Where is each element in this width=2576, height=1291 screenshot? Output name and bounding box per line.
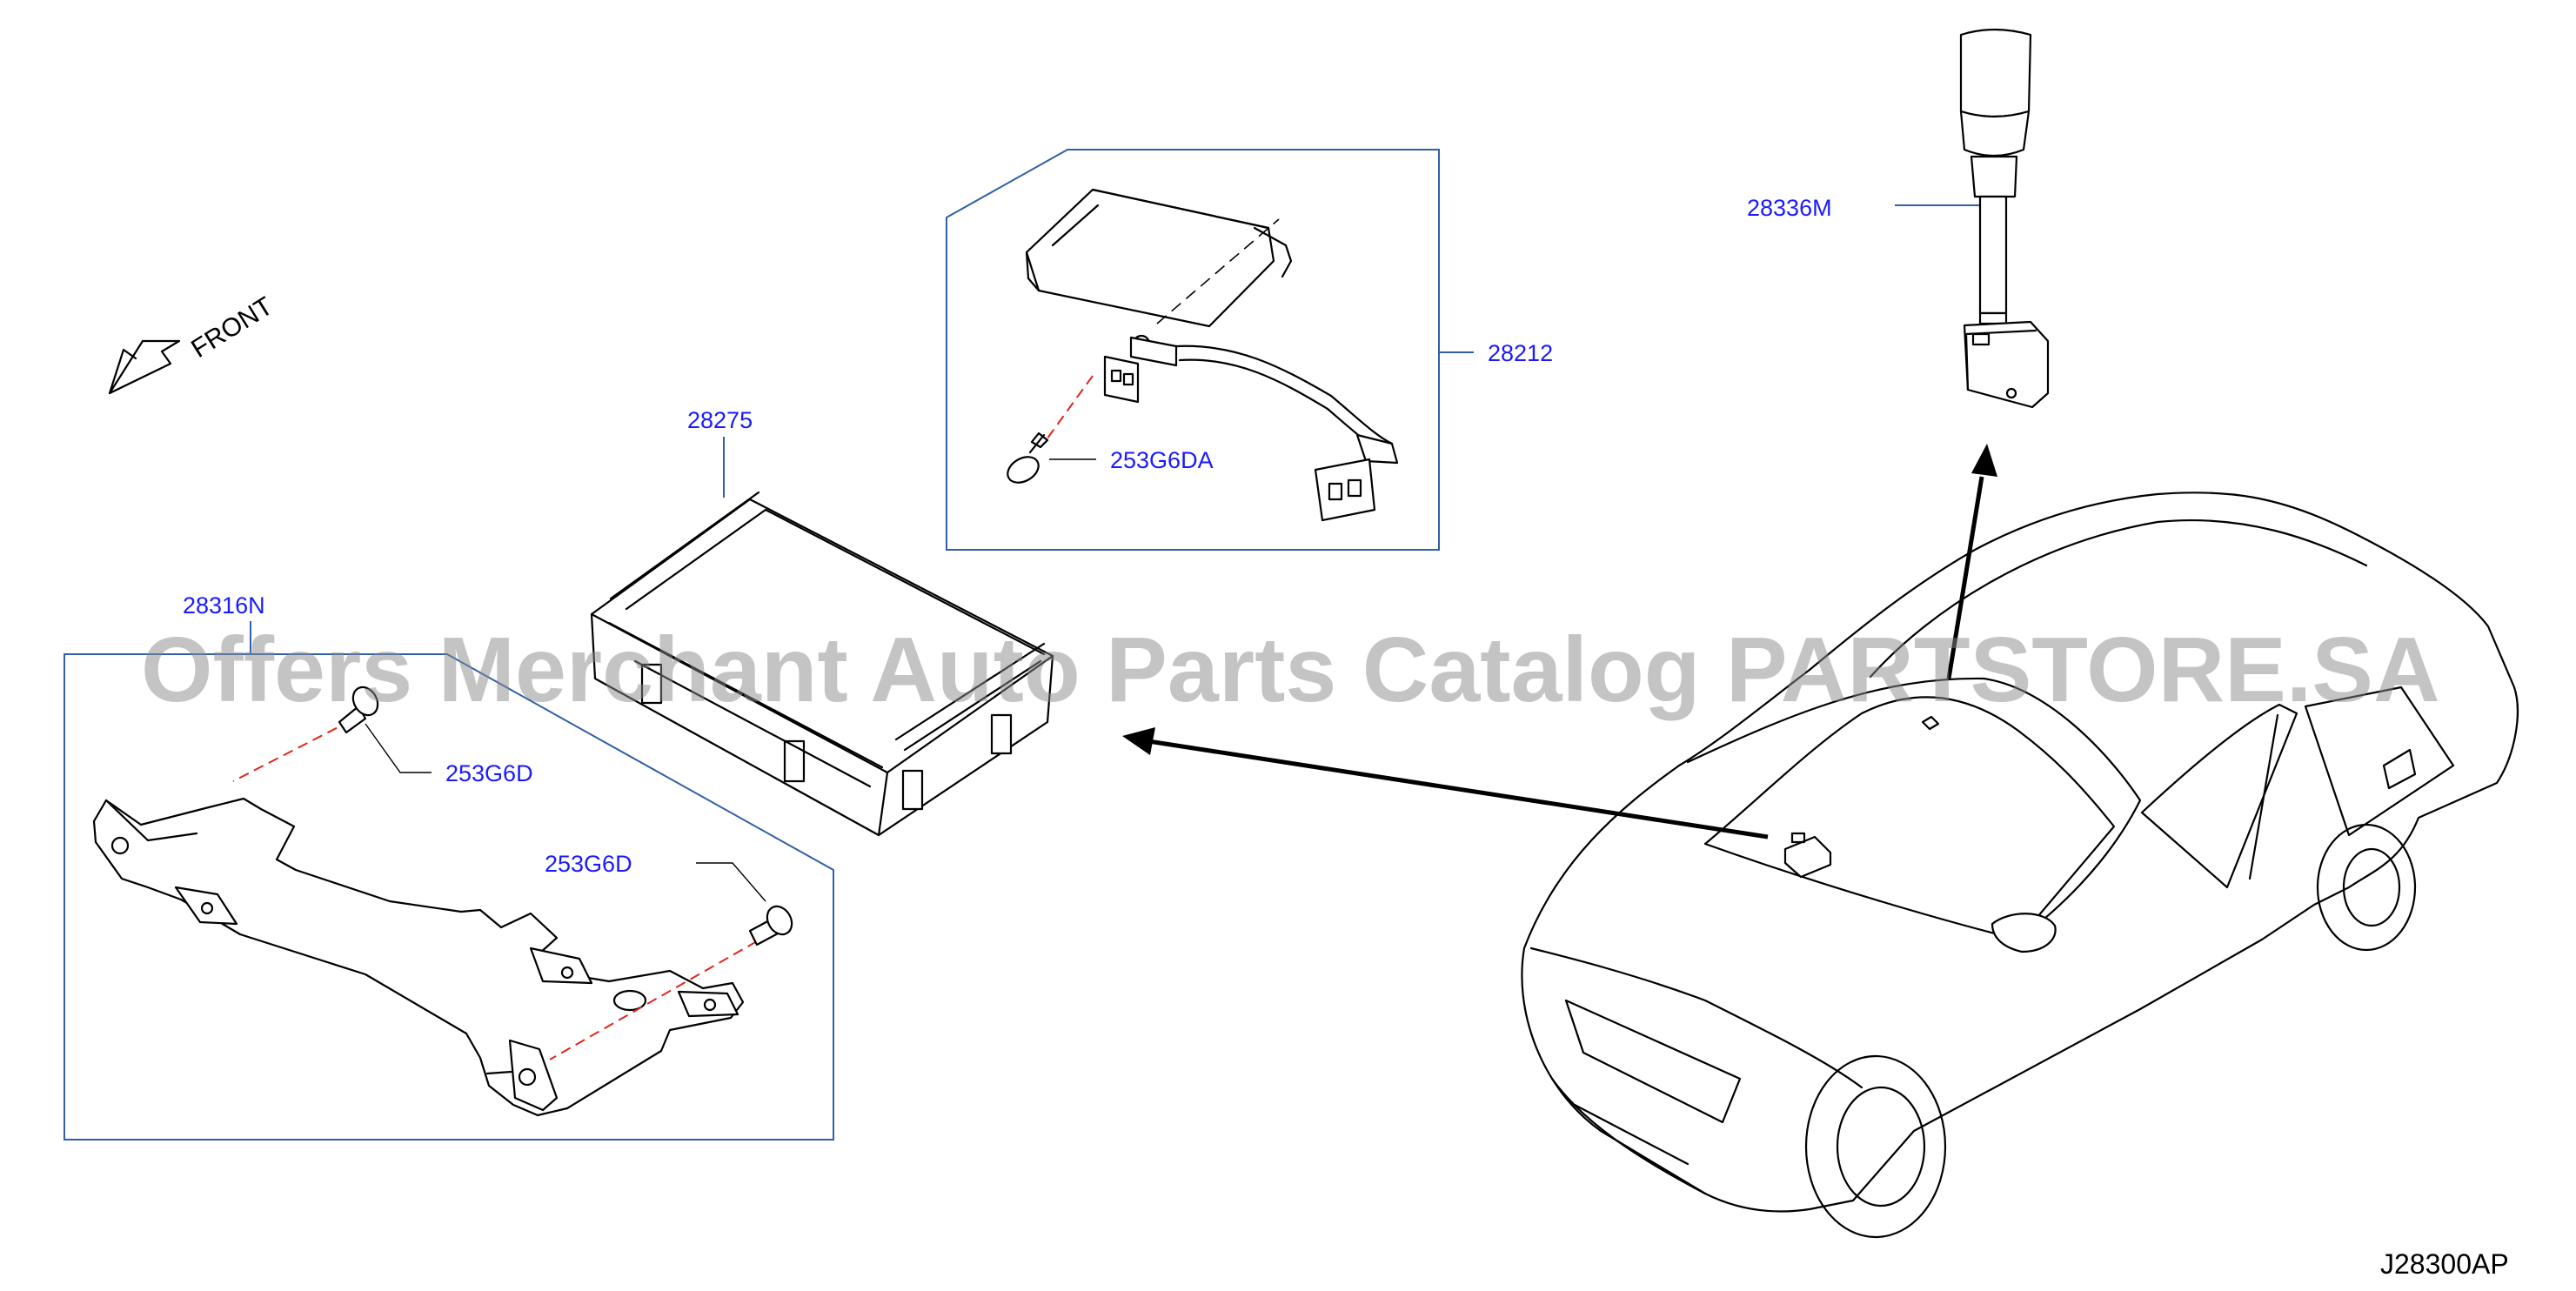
receiver-unit-28275 [590, 491, 1054, 837]
part-number-28212[interactable]: 28212 [1488, 340, 1553, 366]
clip-253g6da [1007, 375, 1096, 484]
front-label: FRONT [186, 291, 278, 364]
part-number-253g6d-lower[interactable]: 253G6D [545, 851, 632, 877]
part-number-28316n[interactable]: 28316N [183, 592, 265, 619]
watermark: Offers Merchant Auto Parts Catalog PARTS… [141, 619, 2440, 721]
front-arrow-icon [108, 339, 181, 395]
callout-28316n: 28316N 253G6D 253G6D [64, 592, 834, 1140]
part-number-28336m[interactable]: 28336M [1747, 195, 1832, 221]
mounting-bracket-28316n [92, 797, 745, 1117]
part-number-253g6da[interactable]: 253G6DA [1110, 447, 1214, 473]
callout-28212: 28212 [946, 149, 1553, 551]
screw-253g6d-lower [549, 862, 793, 1060]
screw-253g6d-upper [232, 686, 432, 782]
antenna-harness-28336m [1959, 28, 2050, 409]
part-number-28275[interactable]: 28275 [687, 407, 753, 433]
control-module-28212 [1025, 188, 1399, 522]
front-direction-indicator: FRONT [108, 291, 278, 395]
diagram-code: J28300AP [2380, 1248, 2509, 1280]
part-number-253g6d-upper[interactable]: 253G6D [445, 760, 533, 786]
callout-box-28316n [64, 653, 834, 1140]
callout-box-28212 [946, 149, 1440, 551]
vehicle-outline [1521, 492, 2519, 1239]
location-arrows [1122, 444, 1997, 839]
